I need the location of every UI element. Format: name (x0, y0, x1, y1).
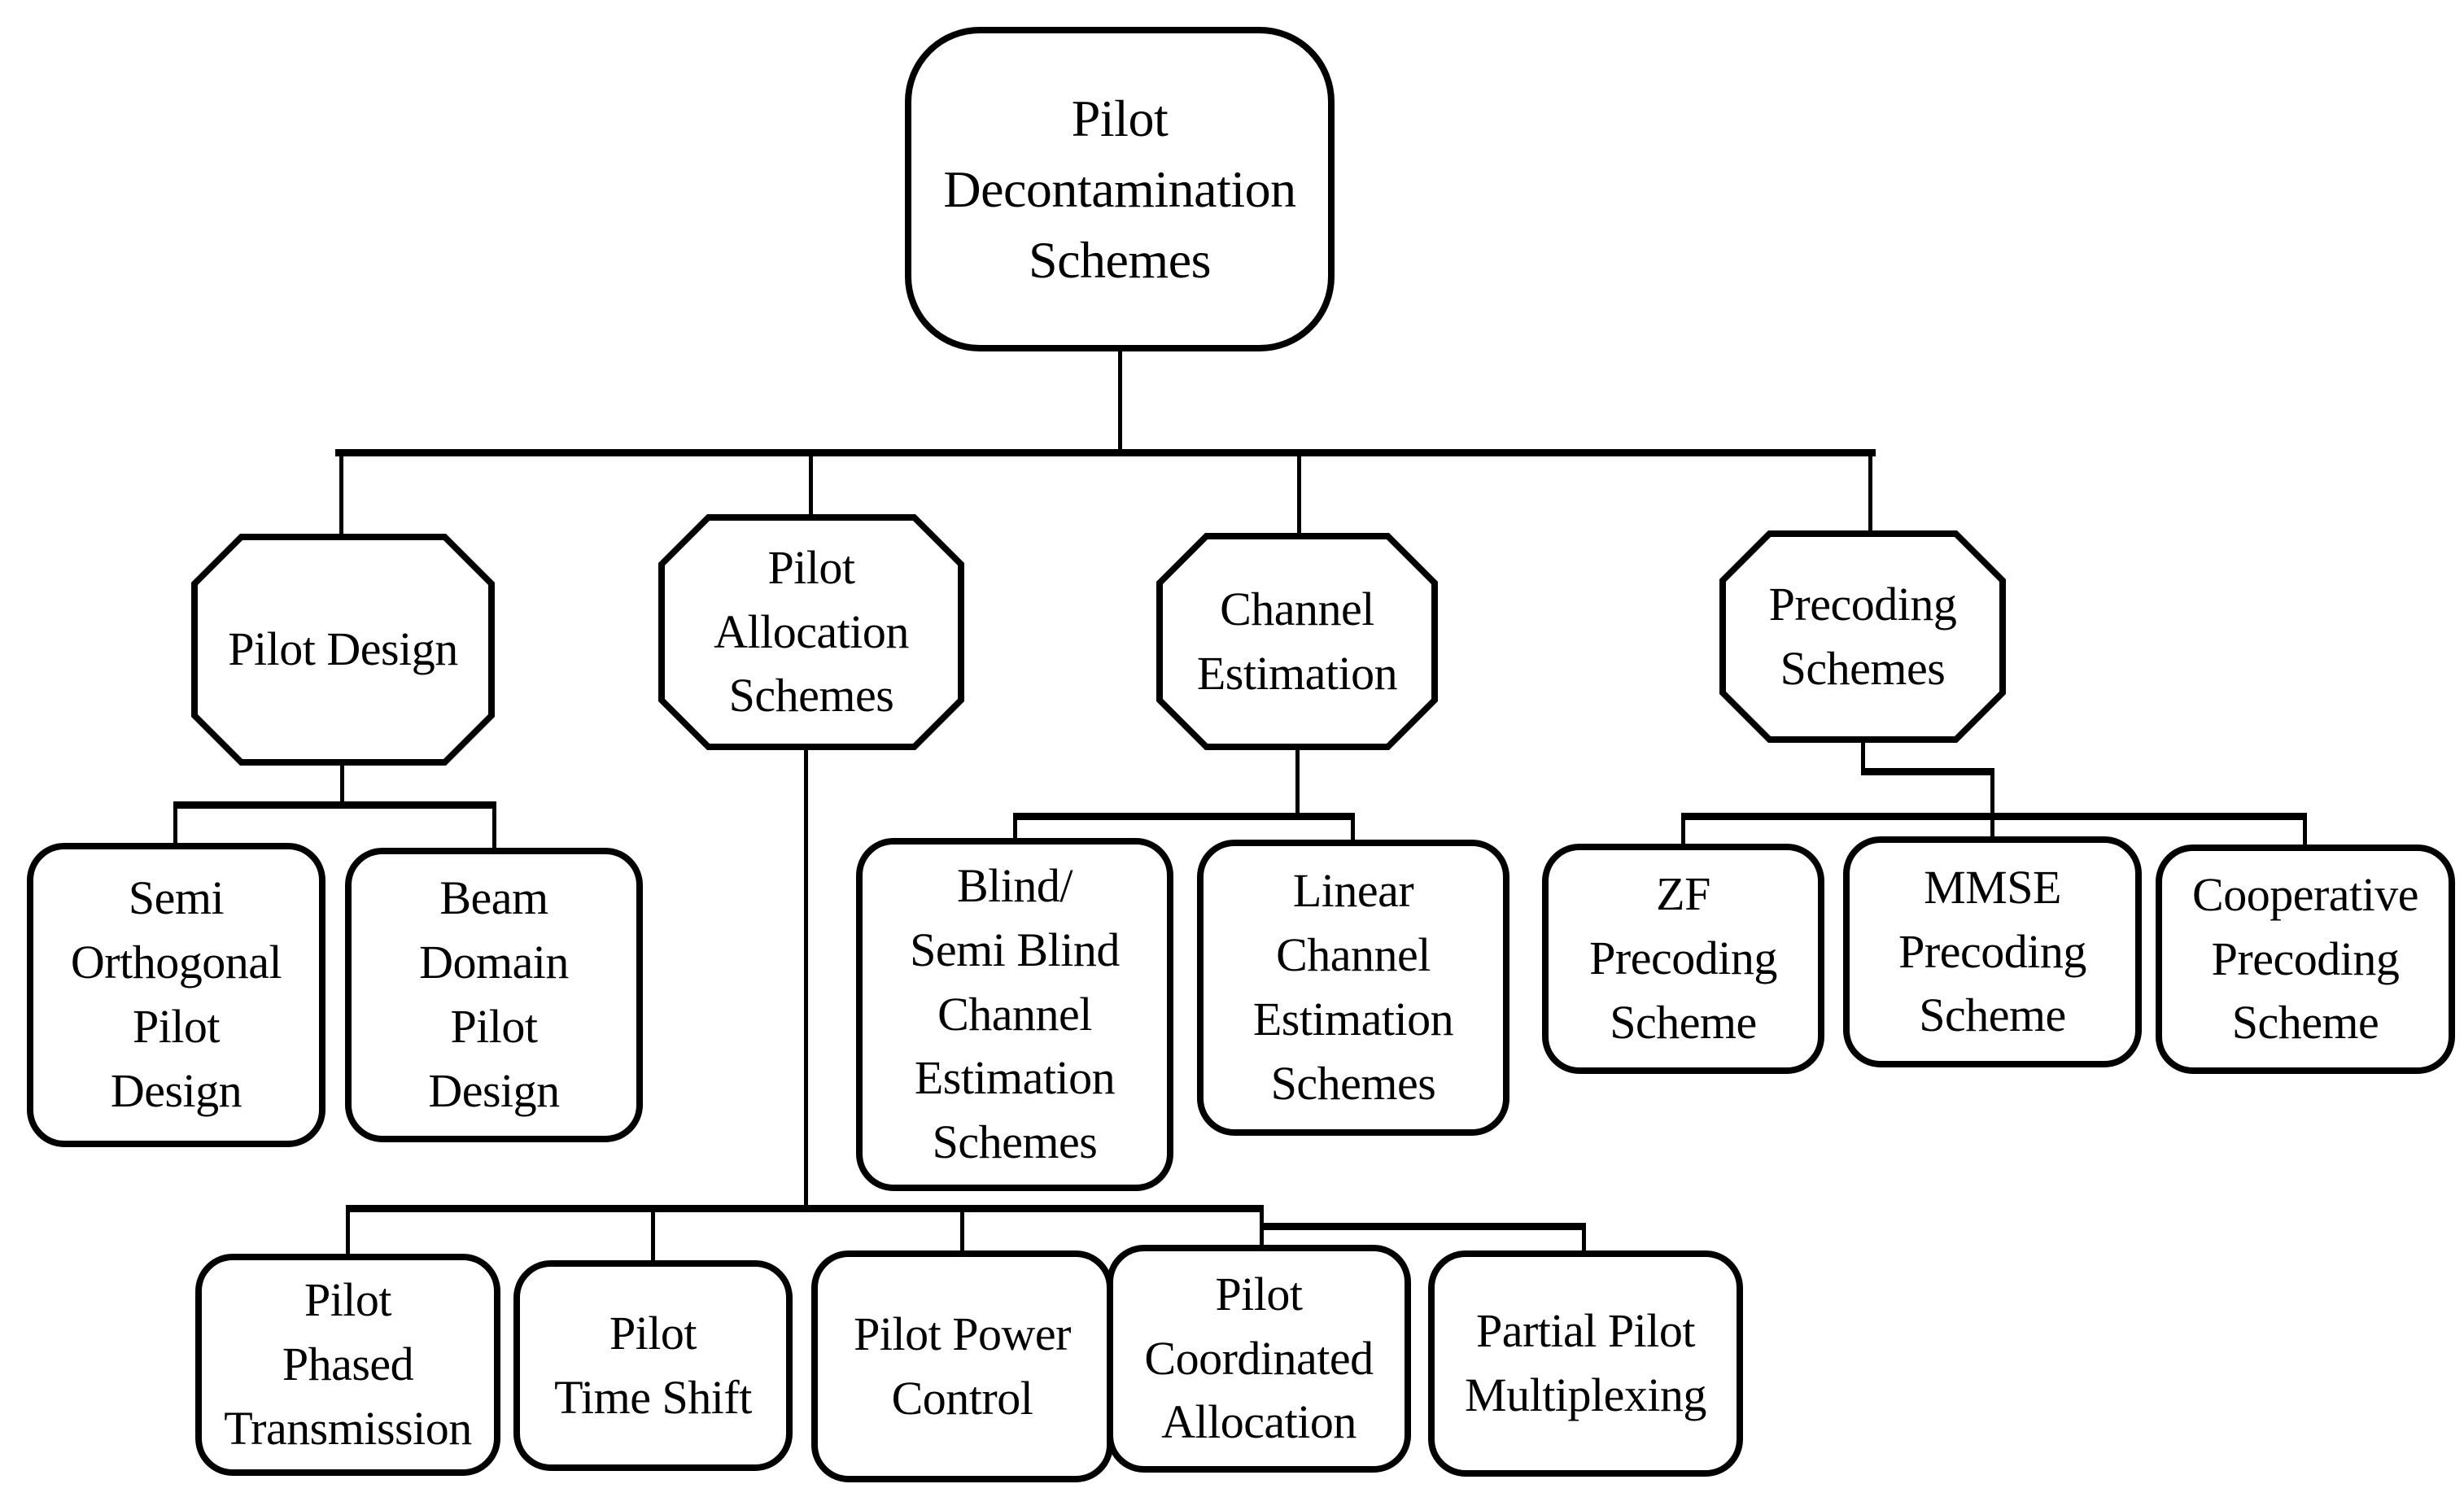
node-mmse-precoding-scheme: MMSE Precoding Scheme (1843, 836, 2142, 1067)
node-label: Pilot Design (228, 622, 458, 676)
node-semi-orthogonal-pilot-design: Semi Orthogonal Pilot Design (27, 843, 325, 1147)
node-label: Linear Channel Estimation Schemes (1252, 864, 1454, 1110)
connector-precoding-drop (1861, 743, 1865, 775)
node-pilot-phased-transmission: Pilot Phased Transmission (195, 1254, 500, 1476)
connector-riser-beam-domain (492, 805, 496, 853)
node-pilot-time-shift: Pilot Time Shift (513, 1260, 793, 1471)
connector-allocation-step (1260, 1205, 1264, 1228)
connector-riser-zf (1681, 817, 1685, 848)
node-label: Channel Estimation (1196, 582, 1398, 700)
node-label: Precoding Schemes (1768, 577, 1957, 695)
node-pilot-decontamination-schemes: Pilot Decontamination Schemes (905, 27, 1335, 351)
node-pilot-coordinated-allocation: Pilot Coordinated Allocation (1107, 1245, 1411, 1473)
connector-riser-mmse (1990, 771, 1994, 841)
node-channel-estimation: Channel Estimation (1156, 533, 1438, 750)
connector-allocation-bus-right (1260, 1223, 1586, 1230)
node-cooperative-precoding-scheme: Cooperative Precoding Scheme (2156, 845, 2455, 1074)
node-label: Pilot Time Shift (554, 1306, 752, 1424)
node-linear-channel-estimation: Linear Channel Estimation Schemes (1197, 840, 1509, 1136)
node-pilot-design: Pilot Design (191, 534, 495, 766)
node-label: Blind/ Semi Blind Channel Estimation Sch… (910, 858, 1120, 1169)
node-label: MMSE Precoding Scheme (1898, 860, 2086, 1042)
node-label: Beam Domain Pilot Design (419, 871, 569, 1117)
connector-riser-partial (1582, 1226, 1586, 1255)
connector-riser-power (960, 1209, 964, 1255)
node-partial-pilot-multiplexing: Partial Pilot Multiplexing (1428, 1250, 1743, 1477)
connector-riser-time-shift (651, 1209, 655, 1264)
connector-riser-pilot-design (339, 452, 343, 537)
node-pilot-allocation-schemes: Pilot Allocation Schemes (658, 514, 964, 750)
node-label: Cooperative Precoding Scheme (2192, 867, 2418, 1050)
node-beam-domain-pilot-design: Beam Domain Pilot Design (345, 848, 643, 1142)
node-precoding-schemes: Precoding Schemes (1719, 530, 2006, 743)
connector-precoding-jog (1861, 768, 1994, 775)
node-label: Pilot Decontamination Schemes (943, 89, 1296, 290)
node-blind-semi-blind-channel-estimation: Blind/ Semi Blind Channel Estimation Sch… (856, 838, 1173, 1191)
connector-allocation-bus-left (346, 1205, 1264, 1212)
connector-riser-blind (1013, 817, 1017, 843)
connector-pilot-allocation-drop (804, 750, 808, 1210)
node-label: Semi Orthogonal Pilot Design (70, 871, 282, 1117)
connector-riser-cooperative (2303, 817, 2307, 849)
node-label: Pilot Power Control (854, 1307, 1071, 1425)
connector-riser-channel-estimation (1297, 452, 1301, 537)
connector-riser-semi-orthogonal (173, 805, 177, 848)
connector-root-drop (1118, 351, 1122, 456)
node-pilot-power-control: Pilot Power Control (811, 1250, 1113, 1482)
node-label: ZF Precoding Scheme (1589, 867, 1777, 1049)
connector-channel-estimation-drop (1295, 750, 1300, 818)
node-label: Partial Pilot Multiplexing (1465, 1304, 1706, 1421)
node-zf-precoding-scheme: ZF Precoding Scheme (1542, 844, 1824, 1074)
connector-level2-bus (335, 449, 1876, 456)
connector-pilot-design-drop (340, 766, 344, 808)
connector-riser-linear (1351, 817, 1355, 845)
connector-precoding-bus (1681, 813, 2307, 820)
connector-channel-bus (1013, 813, 1355, 820)
node-label: Pilot Coordinated Allocation (1144, 1267, 1374, 1449)
connector-riser-pilot-allocation (809, 452, 813, 521)
connector-pilot-design-bus (173, 801, 496, 809)
connector-riser-coordinated (1260, 1226, 1264, 1249)
node-label: Pilot Phased Transmission (224, 1273, 472, 1455)
connector-riser-phased (346, 1209, 350, 1258)
node-label: Pilot Allocation Schemes (714, 540, 909, 722)
connector-riser-precoding (1868, 452, 1872, 535)
